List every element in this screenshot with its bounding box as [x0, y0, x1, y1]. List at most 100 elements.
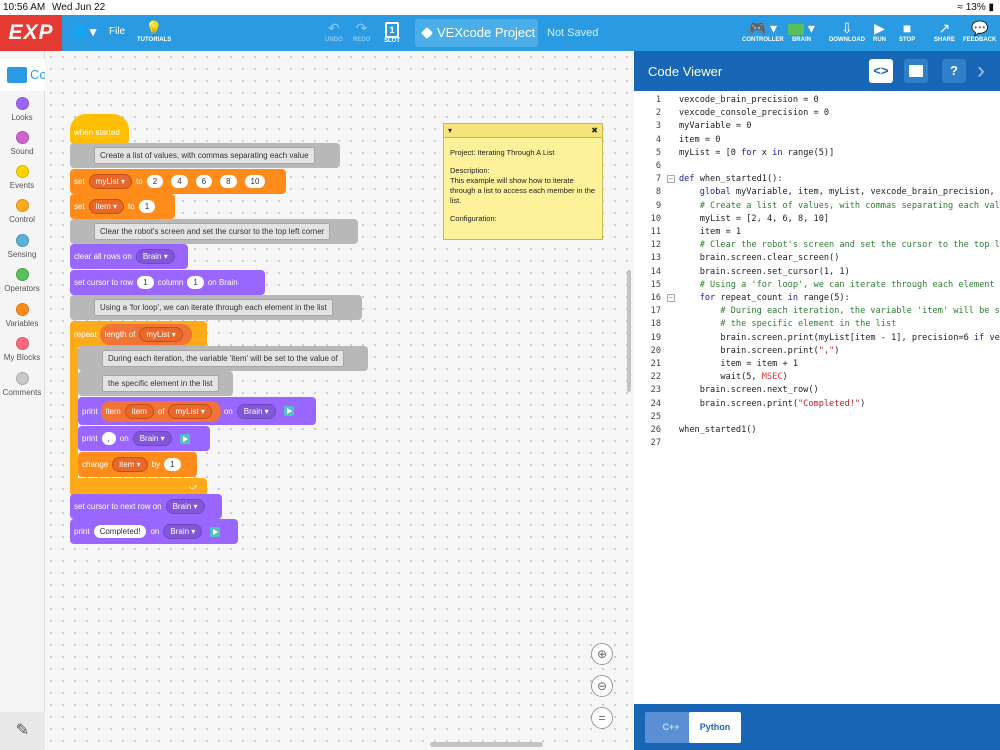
stop-icon: ■ — [902, 20, 912, 36]
blocks-toolbox-icon[interactable]: ✎ — [0, 712, 45, 750]
comma-brain-dropdown[interactable]: Brain ▾ — [132, 431, 172, 446]
code-text: item = 0 — [679, 134, 721, 145]
zoom-out-button[interactable]: ⊖ — [591, 675, 613, 697]
code-line: 12 # Clear the robot's screen and set th… — [634, 240, 1000, 253]
code-text: # Clear the robot's screen and set the c… — [699, 240, 1000, 251]
comment-block-3[interactable]: Using a 'for loop', we can iterate throu… — [70, 295, 362, 320]
comma-expand-icon[interactable] — [179, 433, 190, 444]
python-language-button[interactable]: Python — [689, 712, 741, 743]
workspace-horizontal-scrollbar[interactable] — [430, 742, 543, 747]
language-footer: C++ Python — [634, 704, 1000, 750]
controller-button[interactable]: 🎮 ▾CONTROLLER — [742, 20, 784, 43]
code-line: 20 brain.screen.print(",") — [634, 346, 1000, 359]
tutorials-button[interactable]: 💡TUTORIALS — [137, 20, 172, 43]
next-row-brain-dropdown[interactable]: Brain ▾ — [165, 499, 205, 514]
category-operators[interactable]: Operators — [0, 268, 44, 293]
workspace-vertical-scrollbar[interactable] — [627, 270, 631, 392]
fold-toggle-icon[interactable]: − — [667, 175, 675, 184]
download-button[interactable]: ⇩DOWNLOAD — [829, 20, 865, 43]
category-control[interactable]: Control — [0, 199, 44, 224]
change-variable-dropdown[interactable]: item ▾ — [112, 457, 148, 472]
code-blocks-icon — [7, 67, 27, 83]
note-collapse-icon[interactable]: ▾ — [448, 126, 453, 135]
run-button[interactable]: ▶RUN — [873, 20, 886, 43]
line-number: 24 — [650, 398, 661, 409]
language-button[interactable]: 🌐 ▾ — [70, 24, 97, 39]
category-events[interactable]: Events — [0, 165, 44, 190]
comment-block-5[interactable]: the specific element in the list — [78, 371, 233, 396]
code-line: 6 — [634, 161, 1000, 174]
item-reporter[interactable]: item — [124, 403, 154, 419]
note-close-icon[interactable]: ✖ — [591, 126, 598, 135]
undo-button[interactable]: ↶UNDO — [325, 20, 343, 43]
project-note[interactable]: ▾ ✖ Project: Iterating Through A List De… — [443, 123, 603, 240]
category-variables[interactable]: Variables — [0, 303, 44, 328]
fold-toggle-icon[interactable]: − — [667, 294, 675, 302]
status-date: Wed Jun 22 — [52, 2, 106, 13]
stop-button[interactable]: ■STOP — [899, 20, 916, 43]
code-text: myVariable = 0 — [679, 121, 752, 132]
list-dropdown[interactable]: myList ▾ — [88, 174, 133, 189]
comment-block-2[interactable]: Clear the robot's screen and set the cur… — [70, 219, 358, 244]
line-number: 7 — [655, 174, 661, 185]
comment-block-4[interactable]: During each iteration, the variable 'ite… — [78, 346, 368, 371]
comment-block-1[interactable]: Create a list of values, with commas sep… — [70, 143, 340, 168]
repeat-block-arm — [70, 343, 78, 493]
code-text: def when_started1(): — [679, 174, 783, 185]
brain-dropdown[interactable]: Brain ▾ — [135, 249, 175, 264]
print-expand-icon[interactable] — [283, 406, 294, 416]
line-number: 8 — [655, 187, 661, 198]
loop-arrow-icon: ⤻ — [189, 482, 198, 491]
print-list-dropdown[interactable]: myList ▾ — [168, 403, 212, 419]
device-info-icon[interactable] — [904, 59, 928, 83]
zoom-reset-icon: = — [598, 711, 606, 725]
help-icon[interactable]: ? — [942, 59, 966, 83]
cpp-language-button[interactable]: C++ — [645, 712, 697, 743]
sound-dot-icon — [15, 131, 29, 144]
share-button[interactable]: ↗SHARE — [934, 20, 956, 43]
category-my-blocks[interactable]: My Blocks — [0, 337, 44, 362]
category-comments[interactable]: Comments — [0, 372, 44, 397]
category-sensing[interactable]: Sensing — [0, 234, 44, 259]
completed-brain-dropdown[interactable]: Brain ▾ — [163, 524, 203, 539]
code-text: brain.screen.next_row() — [679, 385, 819, 396]
code-text: # Create a list of values, with commas s… — [679, 200, 1000, 211]
zoom-reset-button[interactable]: = — [591, 707, 613, 729]
line-number: 18 — [650, 319, 661, 330]
file-menu[interactable]: File — [109, 26, 126, 37]
controller-icon: 🎮 ▾ — [748, 20, 778, 36]
zoom-out-icon: ⊖ — [596, 679, 608, 693]
feedback-button[interactable]: 💬FEEDBACK — [963, 20, 997, 43]
repeat-list-dropdown[interactable]: myList ▾ — [139, 326, 183, 342]
code-text: global myVariable, item, myList, vexcode… — [699, 187, 1000, 198]
variable-dropdown[interactable]: item ▾ — [88, 199, 125, 214]
code-toggle-icon[interactable]: <> — [869, 59, 893, 83]
note-body[interactable]: Project: Iterating Through A List Descri… — [450, 148, 596, 223]
category-looks[interactable]: Looks — [0, 97, 44, 122]
block-workspace[interactable]: when started Create a list of values, wi… — [45, 51, 634, 750]
when-started-block[interactable]: when started — [70, 114, 129, 144]
project-name-field[interactable]: VEXcode Project — [415, 19, 538, 47]
globe-icon: 🌐 — [70, 24, 87, 39]
brain-button[interactable]: ▾BRAIN — [788, 19, 815, 43]
completed-expand-icon[interactable] — [210, 526, 221, 537]
print-brain-dropdown[interactable]: Brain ▾ — [236, 403, 276, 419]
redo-button[interactable]: ↷REDO — [353, 20, 371, 43]
category-sound[interactable]: Sound — [0, 131, 44, 156]
zoom-in-button[interactable]: ⊕ — [591, 643, 613, 665]
collapse-chevron-icon[interactable]: › — [977, 57, 985, 84]
